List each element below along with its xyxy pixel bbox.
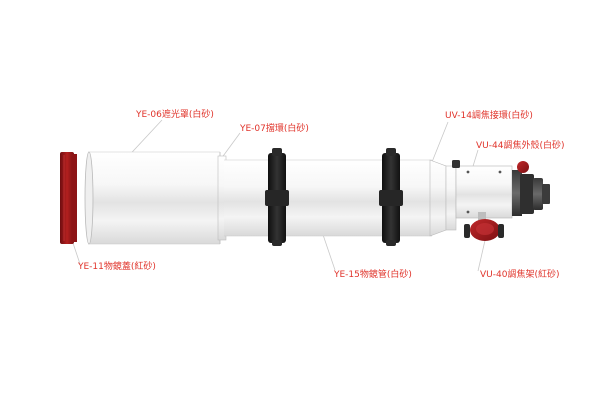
tube-ring-front: [265, 148, 289, 246]
tube-ring-rear: [379, 148, 403, 246]
label-focuser-adapter: UV-14調焦接環(白砂): [445, 111, 533, 121]
dew-shield: [84, 151, 221, 245]
label-dew-shield: YE-06遮光罩(白砂): [136, 110, 214, 120]
label-focuser-housing: VU-44調焦外殼(白砂): [476, 141, 565, 151]
focuser-housing: [452, 160, 513, 219]
label-ring-band: YE-07擋環(白砂): [240, 124, 309, 134]
label-main-tube: YE-15物鏡管(白砂): [334, 270, 412, 280]
label-lens-cap: YE-11物鏡蓋(紅砂): [78, 262, 156, 272]
label-focuser-bracket: VU-40調焦架(紅砂): [480, 270, 560, 280]
focuser-adapter: [429, 159, 457, 237]
leader-focuser-adapter: [431, 121, 449, 163]
focuser-drawtube: [512, 161, 550, 216]
focuser-bracket: [464, 212, 504, 241]
leader-focuser-bracket: [477, 235, 487, 272]
lens-cap: [60, 152, 77, 244]
